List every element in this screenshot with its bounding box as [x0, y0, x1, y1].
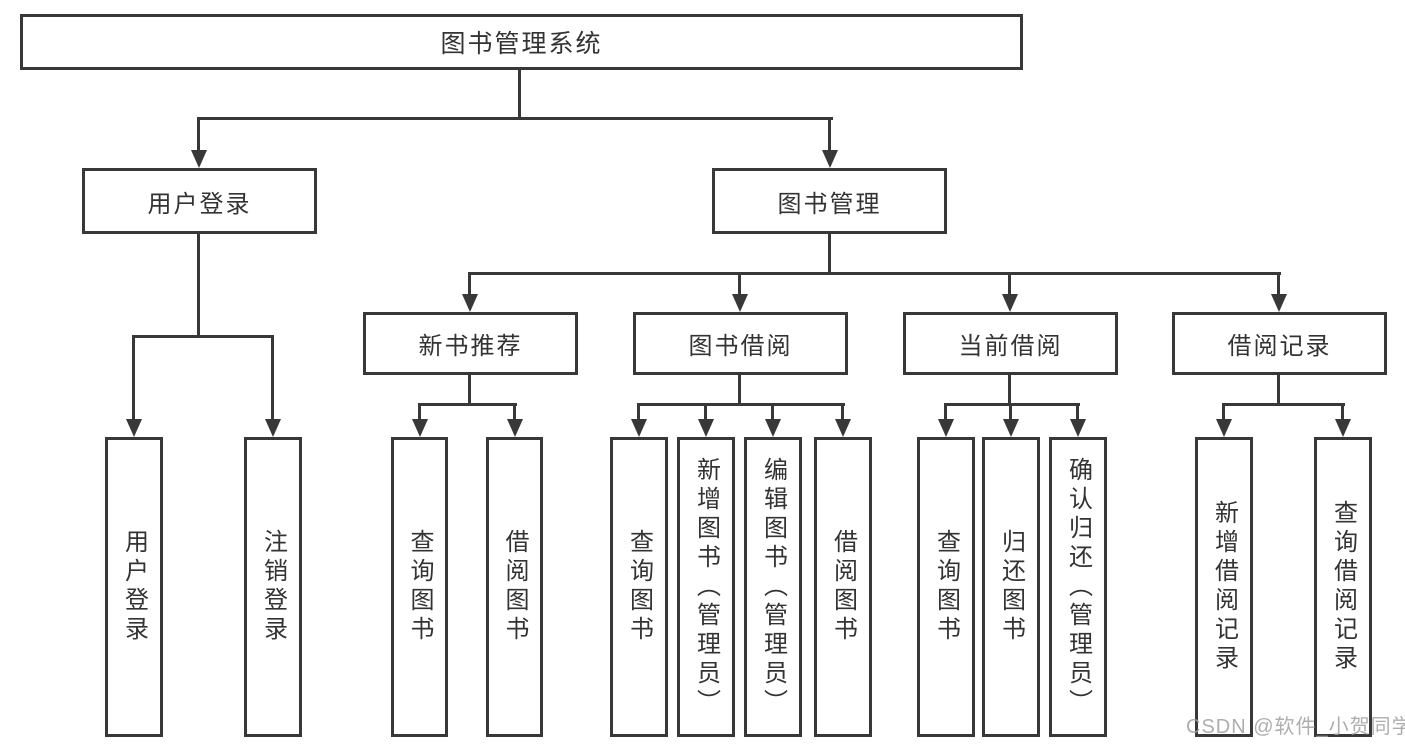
arrowhead-down	[631, 419, 647, 437]
connector-line	[132, 335, 274, 338]
arrowhead-down	[822, 150, 838, 168]
connector-line	[1008, 374, 1011, 406]
arrowhead-down	[1271, 294, 1287, 312]
arrowhead-down	[698, 419, 714, 437]
leaf-user-login: 用户登录	[105, 437, 163, 737]
leaf-add-book: 新增图书（管理员）	[677, 437, 735, 737]
connector-line	[1008, 275, 1011, 294]
arrowhead-down	[412, 419, 428, 437]
connector-line	[468, 374, 471, 406]
leaf-borrow-book-b: 借阅图书	[814, 437, 872, 737]
connector-line	[637, 403, 845, 406]
node-current-borrow: 当前借阅	[903, 312, 1118, 375]
connector-line	[738, 275, 741, 294]
node-book-borrow: 图书借阅	[633, 312, 848, 375]
connector-line	[1341, 406, 1344, 419]
leaf-query-book-a: 查询图书	[391, 437, 448, 737]
arrowhead-down	[191, 150, 207, 168]
arrowhead-down	[265, 419, 281, 437]
arrowhead-down	[1003, 419, 1019, 437]
connector-line	[418, 403, 517, 406]
arrowhead-down	[1002, 294, 1018, 312]
connector-line	[513, 406, 516, 419]
arrowhead-down	[462, 294, 478, 312]
node-user-login: 用户登录	[82, 168, 317, 234]
connector-line	[828, 119, 831, 150]
node-new-book-recommend: 新书推荐	[363, 312, 578, 375]
connector-line	[828, 233, 831, 275]
connector-line	[637, 406, 640, 419]
connector-line	[1277, 275, 1280, 294]
node-root: 图书管理系统	[20, 14, 1023, 70]
leaf-return-book: 归还图书	[982, 437, 1040, 737]
leaf-borrow-book-a: 借阅图书	[486, 437, 543, 737]
connector-line	[197, 117, 833, 120]
leaf-logout: 注销登录	[244, 437, 302, 737]
connector-line	[468, 275, 471, 294]
connector-line	[418, 406, 421, 419]
node-book-management: 图书管理	[712, 168, 947, 234]
connector-line	[771, 406, 774, 419]
arrowhead-down	[835, 419, 851, 437]
arrowhead-down	[1216, 419, 1232, 437]
leaf-query-book-c: 查询图书	[917, 437, 975, 737]
node-borrow-records: 借阅记录	[1172, 312, 1387, 375]
connector-line	[944, 406, 947, 419]
connector-line	[1277, 374, 1280, 406]
arrowhead-down	[765, 419, 781, 437]
connector-line	[1222, 403, 1345, 406]
connector-line	[197, 233, 200, 338]
arrowhead-down	[938, 419, 954, 437]
csdn-watermark: CSDN @软件_小贺同学	[1186, 716, 1405, 738]
arrowhead-down	[1070, 419, 1086, 437]
connector-line	[468, 272, 1281, 275]
connector-line	[518, 69, 521, 119]
connector-line	[841, 406, 844, 419]
arrowhead-down	[1335, 419, 1351, 437]
connector-line	[944, 403, 1080, 406]
connector-line	[132, 338, 135, 419]
leaf-query-borrow-record: 查询借阅记录	[1314, 437, 1372, 737]
arrowhead-down	[126, 419, 142, 437]
leaf-query-book-b: 查询图书	[610, 437, 668, 737]
arrowhead-down	[507, 419, 523, 437]
arrowhead-down	[732, 294, 748, 312]
leaf-add-borrow-record: 新增借阅记录	[1195, 437, 1253, 737]
connector-line	[1009, 406, 1012, 419]
connector-line	[271, 338, 274, 419]
connector-line	[1222, 406, 1225, 419]
leaf-confirm-return: 确认归还（管理员）	[1049, 437, 1107, 737]
connector-line	[197, 119, 200, 150]
connector-line	[738, 374, 741, 406]
leaf-edit-book: 编辑图书（管理员）	[744, 437, 802, 737]
connector-line	[1076, 406, 1079, 419]
connector-line	[704, 406, 707, 419]
